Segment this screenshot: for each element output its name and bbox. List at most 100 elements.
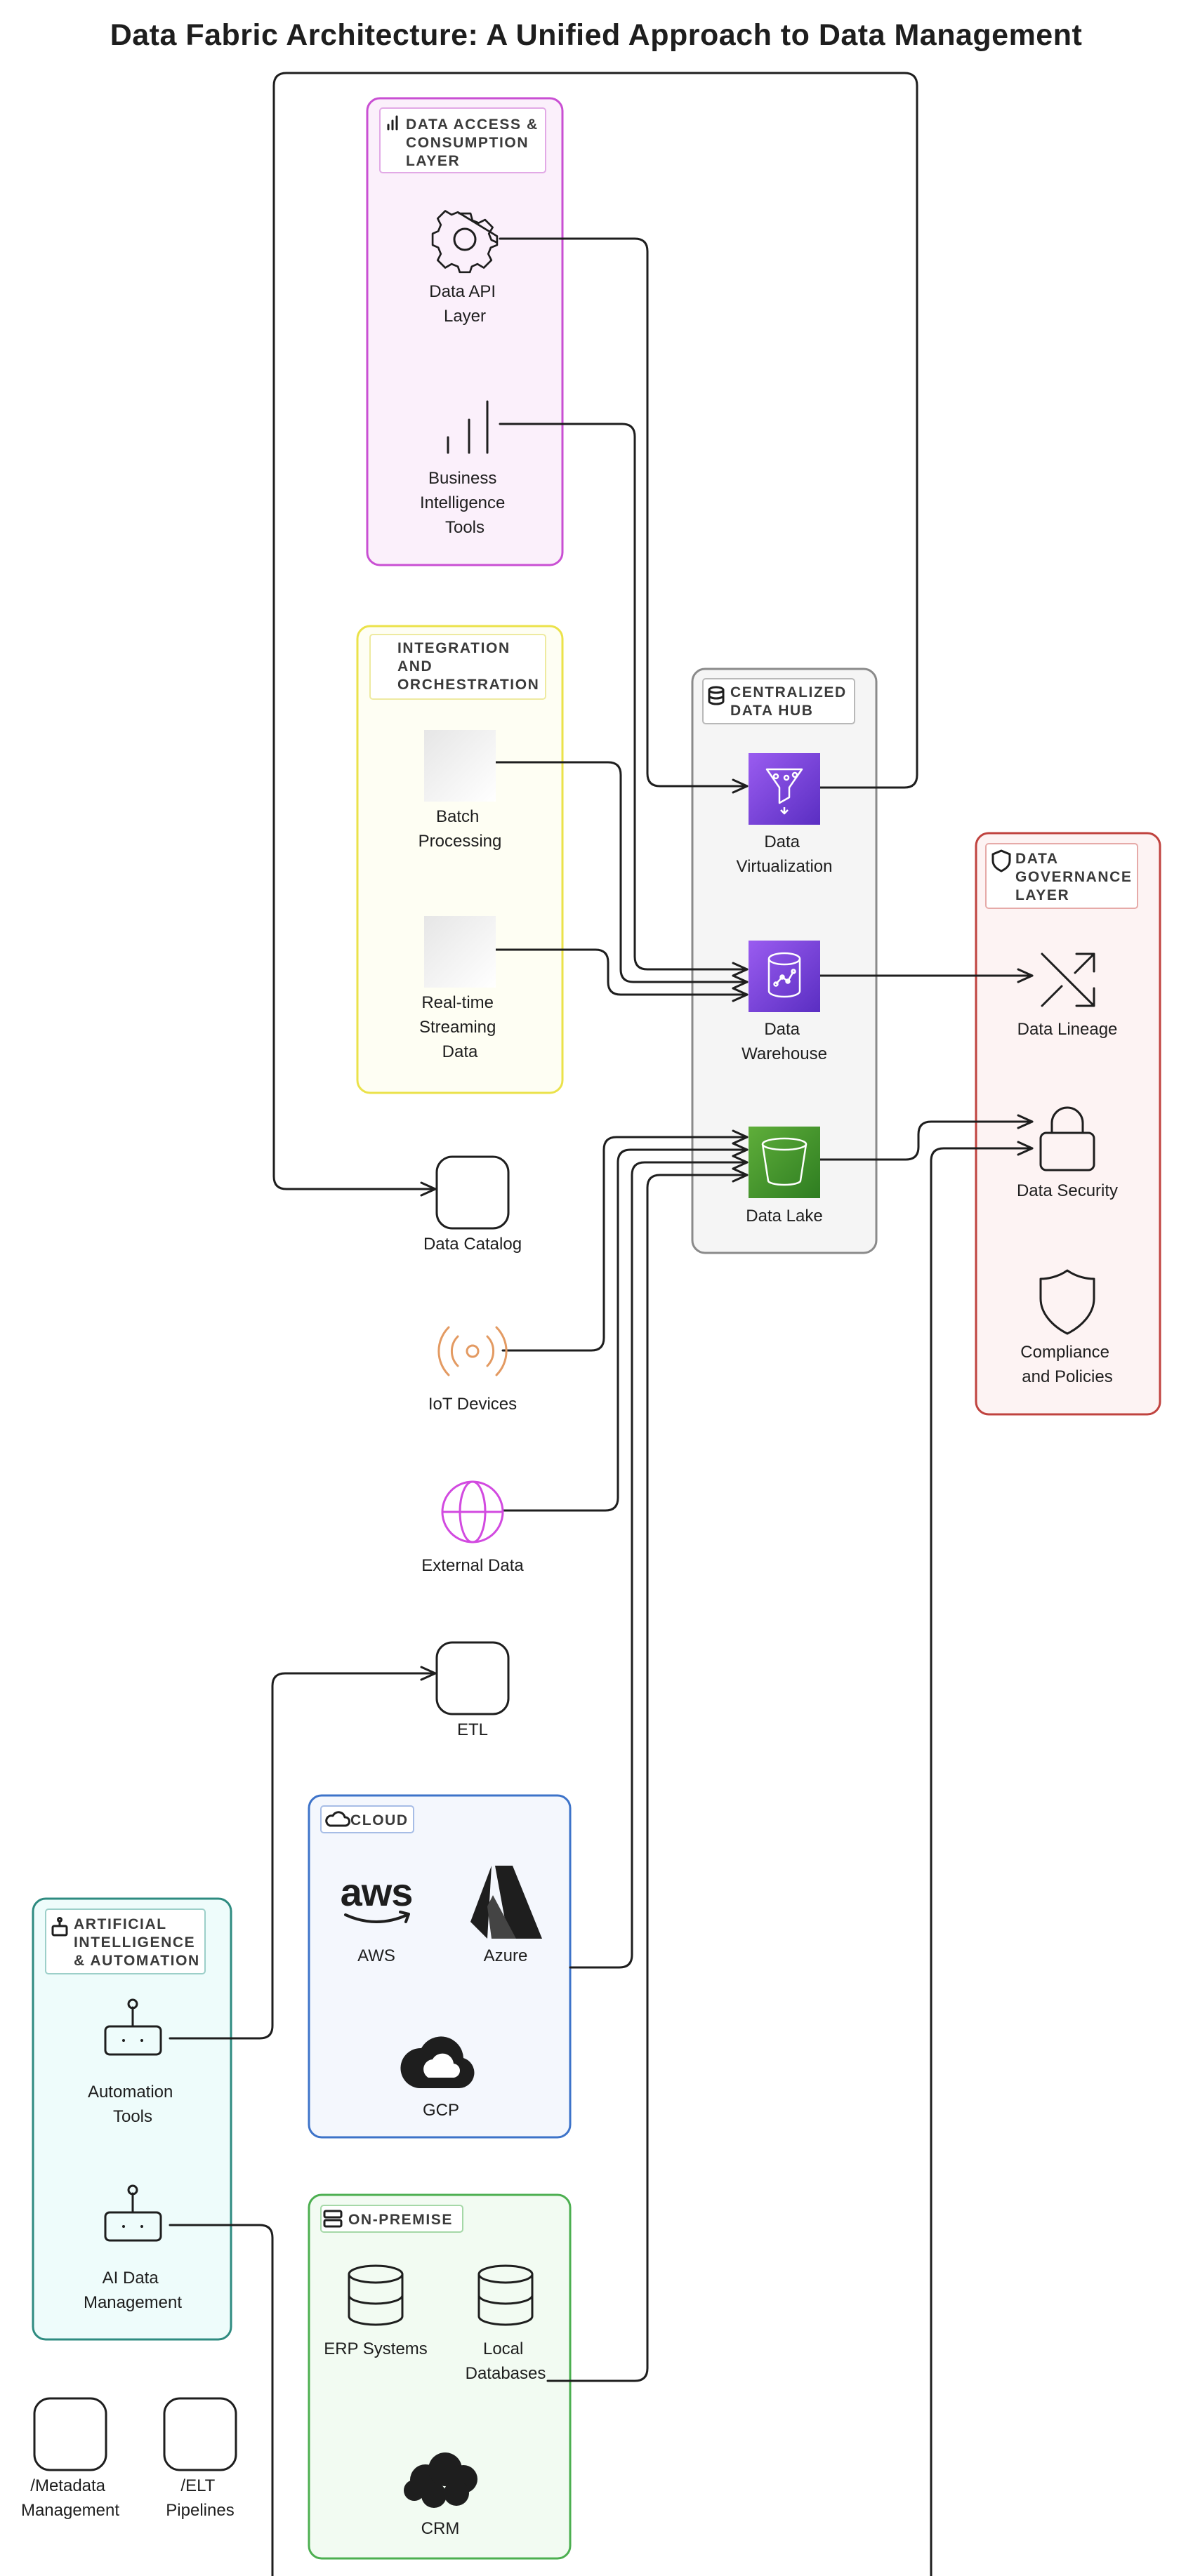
- node-data-virtualization[interactable]: Data Virtualization: [737, 753, 833, 876]
- group-label-line: GOVERNANCE: [1015, 869, 1133, 885]
- aws-logo-icon: aws: [341, 1870, 413, 1923]
- node-local-databases[interactable]: Local Databases: [466, 2264, 546, 2383]
- node-data-lineage[interactable]: Data Lineage: [1017, 952, 1118, 1039]
- group-data-access-layer: DATA ACCESS & CONSUMPTION LAYER: [366, 97, 564, 566]
- node-label-line: Data: [764, 1020, 800, 1039]
- node-label-line: Tools: [445, 518, 485, 537]
- rounded-square-icon: [163, 2397, 237, 2471]
- group-label: CENTRALIZED DATA HUB: [730, 684, 852, 719]
- group-data-governance-layer: DATA GOVERNANCE LAYER: [975, 832, 1161, 1416]
- edge-lake-to-security: [817, 1114, 1034, 1161]
- edge-batch-to-warehouse: [494, 761, 749, 990]
- node-label-line: Data: [442, 1042, 478, 1061]
- node-label-line: Virtualization: [737, 857, 833, 876]
- node-metadata-management[interactable]: /Metadata Management: [21, 2397, 119, 2520]
- database-icon: [708, 686, 725, 705]
- node-label: Data Virtualization: [737, 832, 833, 876]
- node-azure[interactable]: Azure: [470, 1866, 542, 1965]
- cloud-icon: [325, 1811, 350, 1827]
- group-label-line: DATA HUB: [730, 703, 814, 719]
- edge-automation-to-etl: [169, 1666, 437, 2040]
- node-label-line: Automation: [88, 2083, 173, 2102]
- node-data-lake[interactable]: Data Lake: [746, 1127, 823, 1226]
- shield-icon: [1039, 1269, 1095, 1335]
- node-erp-systems[interactable]: ERP Systems: [324, 2264, 428, 2358]
- node-data-catalog[interactable]: Data Catalog: [423, 1155, 522, 1254]
- edge-ai-mgmt-to-security: [169, 1141, 1034, 2576]
- node-batch-processing[interactable]: Batch Processing: [418, 730, 502, 851]
- node-label-line: Data API: [429, 282, 496, 301]
- group-label-line: CENTRALIZED: [730, 684, 847, 701]
- node-label-line: Streaming: [419, 1018, 496, 1037]
- node-label-line: Layer: [444, 307, 486, 326]
- node-label-line: Pipelines: [166, 2501, 234, 2520]
- node-label-line: /ELT: [180, 2476, 215, 2495]
- node-label: ETL: [457, 1720, 488, 1739]
- node-real-time-streaming-data[interactable]: Real-time Streaming Data: [419, 916, 501, 1061]
- shuffle-icon: [1041, 952, 1095, 1007]
- node-elt-pipelines[interactable]: /ELT Pipelines: [163, 2397, 237, 2520]
- node-automation-tools[interactable]: Automation Tools: [88, 1998, 178, 2126]
- node-label: AWS: [357, 1946, 395, 1965]
- group-label-line: INTEGRATION: [397, 640, 510, 656]
- node-label-line: Data: [764, 832, 800, 851]
- group-label-line: LAYER: [406, 153, 460, 169]
- node-label-line: Databases: [466, 2364, 546, 2383]
- node-label: /ELT Pipelines: [166, 2476, 234, 2520]
- group-label-line: CONSUMPTION: [406, 135, 529, 151]
- node-label: Data API Layer: [429, 282, 500, 326]
- node-iot-devices[interactable]: IoT Devices: [428, 1326, 517, 1414]
- group-label: ARTIFICIAL INTELLIGENCE & AUTOMATION: [74, 1916, 201, 1969]
- node-ai-data-management[interactable]: AI Data Management: [84, 2184, 182, 2312]
- robot-icon: [104, 2184, 162, 2242]
- robot-icon: [51, 1917, 68, 1937]
- edge-streaming-to-warehouse: [494, 948, 749, 1002]
- node-data-api-layer[interactable]: Data API Layer: [429, 210, 500, 326]
- globe-icon: [441, 1480, 504, 1543]
- group-label-line: & AUTOMATION: [74, 1953, 200, 1969]
- gcp-logo-icon: [400, 2036, 475, 2088]
- rounded-square-icon: [33, 2397, 107, 2471]
- broadcast-icon: [437, 1326, 508, 1376]
- connectors: [169, 72, 1034, 2576]
- node-external-data[interactable]: External Data: [421, 1480, 524, 1575]
- node-label: IoT Devices: [428, 1395, 517, 1414]
- node-label-line: Processing: [418, 832, 502, 851]
- robot-icon: [104, 1998, 162, 2056]
- node-etl[interactable]: ETL: [435, 1641, 510, 1739]
- edge-cloud-to-lake: [569, 1155, 749, 1969]
- node-data-warehouse[interactable]: Data Warehouse: [741, 941, 827, 1063]
- group-label-line: DATA: [1015, 851, 1058, 867]
- node-label-line: Batch: [436, 807, 479, 826]
- node-label-line: Management: [21, 2501, 119, 2520]
- node-label: Data Security: [1017, 1181, 1118, 1200]
- node-label: Data Catalog: [423, 1235, 522, 1254]
- azure-logo-icon: [470, 1866, 542, 1939]
- node-data-security[interactable]: Data Security: [1017, 1106, 1118, 1200]
- node-aws[interactable]: aws AWS: [341, 1870, 414, 1965]
- node-label-line: Warehouse: [741, 1044, 827, 1063]
- node-label-line: Intelligence: [420, 493, 505, 512]
- node-compliance-and-policies[interactable]: Compliance and Policies: [1020, 1269, 1114, 1386]
- node-label: Business Intelligence Tools: [420, 469, 510, 537]
- node-label-line: and Policies: [1022, 1367, 1112, 1386]
- placeholder-image-icon: [424, 916, 496, 988]
- bucket-icon: [761, 1137, 808, 1186]
- node-label: CRM: [421, 2519, 460, 2538]
- bar-chart-icon: [387, 115, 398, 131]
- node-gcp[interactable]: GCP: [400, 2036, 475, 2120]
- gear-icon: [431, 210, 499, 274]
- server-icon: [323, 2210, 343, 2228]
- database-cylinder-icon: [477, 2264, 534, 2326]
- node-crm[interactable]: CRM: [404, 2452, 477, 2538]
- node-label-line: Tools: [113, 2107, 152, 2126]
- node-business-intelligence-tools[interactable]: Business Intelligence Tools: [420, 400, 510, 537]
- placeholder-image-icon: [424, 730, 496, 802]
- edge-bi-to-warehouse: [499, 423, 749, 977]
- node-label-line: Real-time: [421, 993, 494, 1012]
- shield-icon: [991, 849, 1011, 872]
- cloud-icon: [404, 2452, 477, 2508]
- group-ai-automation: ARTIFICIAL INTELLIGENCE & AUTOMATION: [32, 1897, 232, 2341]
- group-label-line: AND: [397, 658, 433, 675]
